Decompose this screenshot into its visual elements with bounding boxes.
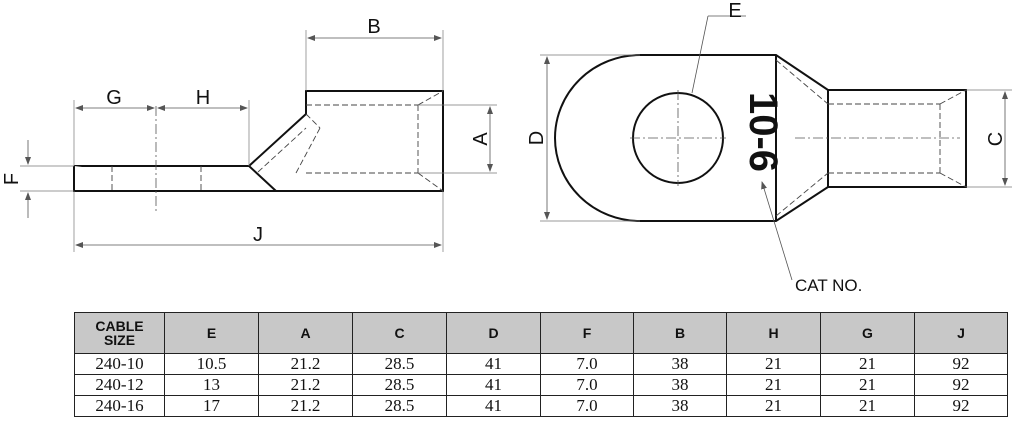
label-a: A (470, 132, 492, 146)
label-cat-no: CAT NO. (795, 276, 862, 295)
leader-e (691, 15, 709, 94)
cell-h: 21 (726, 395, 821, 417)
header-d: D (446, 312, 541, 354)
header-b: B (633, 312, 727, 354)
cell-a: 21.2 (258, 353, 353, 375)
header-g: G (820, 312, 915, 354)
hidden-line (417, 172, 444, 192)
table-row: 240-16 17 21.2 28.5 41 7.0 38 21 21 92 (74, 395, 1008, 417)
cell-f: 7.0 (540, 395, 634, 417)
label-c: C (985, 132, 1007, 146)
cell-a: 21.2 (258, 374, 353, 396)
header-c: C (352, 312, 447, 354)
cell-b: 38 (633, 353, 727, 375)
header-h: H (726, 312, 821, 354)
hidden-line (417, 90, 444, 106)
cell-j: 92 (914, 353, 1008, 375)
leader-cat-no (761, 181, 793, 281)
cell-b: 38 (633, 395, 727, 417)
cell-g: 21 (820, 353, 915, 375)
cat-number-stamp: 10-6 (741, 92, 785, 172)
cell-cable-size: 240-10 (74, 353, 165, 375)
header-cable-size: CABLE SIZE (74, 312, 165, 354)
cell-e: 13 (164, 374, 259, 396)
label-e: E (728, 0, 741, 22)
cell-f: 7.0 (540, 353, 634, 375)
cell-d: 41 (446, 395, 541, 417)
cell-j: 92 (914, 395, 1008, 417)
spec-table: CABLE SIZE E A C D F B H G J 240-10 10.5… (74, 312, 1008, 417)
hidden-line (305, 113, 321, 129)
label-f: F (1, 173, 23, 185)
side-view: G H B A F J (1, 16, 497, 252)
label-d: D (526, 131, 548, 145)
cell-d: 41 (446, 353, 541, 375)
technical-drawing: G H B A F J (1, 0, 1012, 295)
cell-cable-size: 240-12 (74, 374, 165, 396)
cell-e: 10.5 (164, 353, 259, 375)
cell-g: 21 (820, 395, 915, 417)
header-j: J (914, 312, 1008, 354)
header-f: F (540, 312, 634, 354)
cell-d: 41 (446, 374, 541, 396)
cell-h: 21 (726, 353, 821, 375)
table-row: 240-10 10.5 21.2 28.5 41 7.0 38 21 21 92 (74, 353, 1008, 375)
cell-c: 28.5 (352, 395, 447, 417)
cell-h: 21 (726, 374, 821, 396)
header-e: E (164, 312, 259, 354)
label-g: G (106, 87, 122, 109)
cell-a: 21.2 (258, 395, 353, 417)
cell-cable-size: 240-16 (74, 395, 165, 417)
table-row: 240-12 13 21.2 28.5 41 7.0 38 21 21 92 (74, 374, 1008, 396)
cell-e: 17 (164, 395, 259, 417)
header-a: A (258, 312, 353, 354)
cell-c: 28.5 (352, 374, 447, 396)
label-h: H (196, 87, 210, 109)
hidden-line (257, 127, 307, 173)
label-j: J (253, 224, 263, 246)
cell-j: 92 (914, 374, 1008, 396)
cell-f: 7.0 (540, 374, 634, 396)
label-b: B (367, 16, 380, 38)
cell-g: 21 (820, 374, 915, 396)
top-view: 10-6 E D C CAT NO. (526, 0, 1012, 295)
cell-b: 38 (633, 374, 727, 396)
table-header-row: CABLE SIZE E A C D F B H G J (74, 312, 1008, 354)
cell-c: 28.5 (352, 353, 447, 375)
